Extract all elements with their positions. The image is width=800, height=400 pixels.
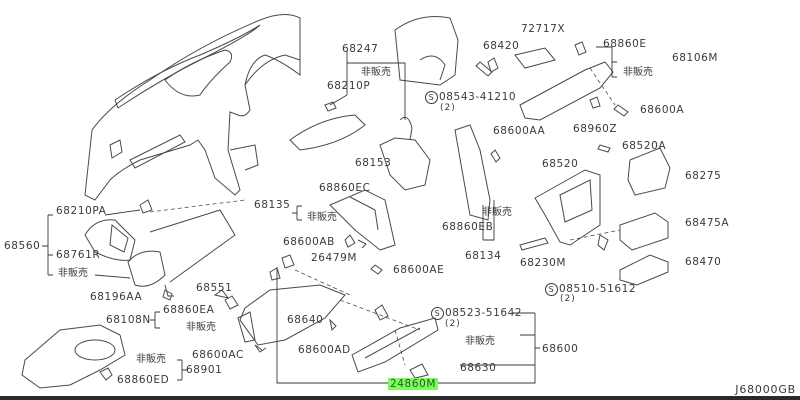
quantity-08523-51642: (2): [445, 319, 461, 329]
label-68600AE[interactable]: 68600AE: [393, 264, 445, 276]
knee-panel-drawing: [329, 189, 396, 251]
label-68230M[interactable]: 68230M: [520, 257, 567, 269]
label-68153[interactable]: 68153: [355, 157, 392, 169]
trim-68106m-drawing: [519, 41, 616, 121]
label-68860EC[interactable]: 68860EC: [319, 182, 371, 194]
label-68520A[interactable]: 68520A: [622, 140, 667, 152]
screw-drawings: [162, 61, 629, 351]
meter-hood-drawing: [394, 16, 499, 86]
label-68600AC[interactable]: 68600AC: [192, 349, 244, 361]
side-vent-drawing: [84, 199, 246, 297]
label-68600AB[interactable]: 68600AB: [283, 236, 335, 248]
label-68551[interactable]: 68551: [196, 282, 233, 294]
standard-part-s-icon: S: [431, 307, 444, 320]
label-68196AA[interactable]: 68196AA: [90, 291, 143, 303]
label-68560[interactable]: 68560: [4, 240, 41, 252]
quantity-08510-51612: (2): [560, 294, 576, 304]
glove-box-frame-drawing: [213, 254, 346, 353]
label-68275[interactable]: 68275: [685, 170, 722, 182]
label-68960Z[interactable]: 68960Z: [573, 123, 618, 135]
not-sold-note-68560: 非販売: [58, 268, 88, 279]
label-68901[interactable]: 68901: [186, 364, 223, 376]
under-cover-drawing: [21, 324, 126, 389]
label-26479M[interactable]: 26479M: [311, 252, 358, 264]
label-68600AD[interactable]: 68600AD: [298, 344, 351, 356]
label-68210P[interactable]: 68210P: [327, 80, 371, 92]
label-68475A[interactable]: 68475A: [685, 217, 730, 229]
label-68600A[interactable]: 68600A: [640, 104, 685, 116]
not-sold-note-68106M: 非販売: [623, 67, 653, 78]
label-68106M[interactable]: 68106M: [672, 52, 719, 64]
center-cluster-drawing: [519, 169, 601, 251]
label-68640[interactable]: 68640: [287, 314, 324, 326]
highlight-24860M: 24860M: [388, 378, 439, 390]
label-68600AA[interactable]: 68600AA: [493, 125, 546, 137]
not-sold-note-68135: 非販売: [307, 212, 337, 223]
bezel-68247-drawing: [289, 114, 366, 151]
pocket-68275-drawing: [627, 147, 671, 196]
label-68108N[interactable]: 68108N: [106, 314, 151, 326]
not-sold-note-68108N: 非販売: [186, 322, 216, 333]
not-sold-note-68901: 非販売: [136, 354, 166, 365]
pocket-68475a-drawing: [619, 212, 669, 251]
instrument-panel-drawing: [84, 14, 301, 201]
standard-part-s-icon: S: [425, 91, 438, 104]
label-68135[interactable]: 68135: [254, 199, 291, 211]
leader-lines: [42, 46, 617, 384]
bottom-border: [0, 396, 800, 400]
quantity-08543-41210: (2): [440, 103, 456, 113]
label-68134[interactable]: 68134: [465, 250, 502, 262]
glove-box-drawing: [351, 317, 439, 379]
label-68470[interactable]: 68470: [685, 256, 722, 268]
label-68860ED[interactable]: 68860ED: [117, 374, 170, 386]
label-68210PA[interactable]: 68210PA: [56, 205, 107, 217]
center-bracket-drawing: [379, 116, 491, 221]
label-68860EA[interactable]: 68860EA: [163, 304, 215, 316]
part-number-text: 08523-51642: [445, 307, 523, 319]
part-number-text: 08510-51612: [559, 283, 637, 295]
label-68860EB[interactable]: 68860EB: [442, 221, 494, 233]
label-68761R[interactable]: 68761R: [56, 249, 101, 261]
diagram-code: J68000GB: [735, 383, 796, 396]
not-sold-note-68134: 非販売: [482, 207, 512, 218]
label-68600[interactable]: 68600: [542, 343, 579, 355]
label-68630[interactable]: 68630: [460, 362, 497, 374]
label-24860M-highlighted[interactable]: 24860M: [388, 378, 439, 390]
not-sold-note-68600: 非販売: [465, 336, 495, 347]
label-72717X[interactable]: 72717X: [521, 23, 566, 35]
label-68247[interactable]: 68247: [342, 43, 379, 55]
standard-part-s-icon: S: [545, 283, 558, 296]
bracket-68470-drawing: [619, 254, 669, 286]
label-68860E[interactable]: 68860E: [603, 38, 647, 50]
label-68520[interactable]: 68520: [542, 158, 579, 170]
card-72717x-drawing: [514, 47, 556, 69]
part-number-text: 08543-41210: [439, 91, 517, 103]
label-68420[interactable]: 68420: [483, 40, 520, 52]
not-sold-note-68247: 非販売: [361, 67, 391, 78]
